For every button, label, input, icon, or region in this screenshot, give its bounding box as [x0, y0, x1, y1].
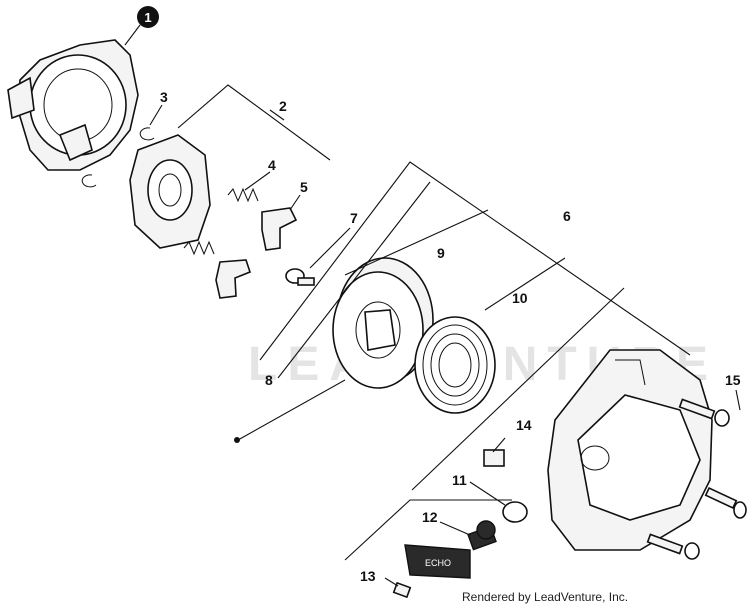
part-3-clips	[81, 127, 155, 188]
label-9: 9	[437, 245, 445, 261]
label-4: 4	[268, 157, 276, 173]
part-9-pulley	[332, 257, 434, 389]
part-14-nut	[483, 449, 505, 467]
part-15-bolts	[646, 398, 747, 560]
label-14: 14	[516, 417, 532, 433]
label-15: 15	[725, 372, 741, 388]
part-1-cover	[7, 39, 139, 171]
credit-text: Rendered by LeadVenture, Inc.	[462, 590, 629, 604]
part-12-handle: ECHO	[404, 520, 497, 579]
part-number-labels: 3 2 4 5 7 6 9 10 8 15 14 11 12 13	[160, 89, 741, 584]
part-13-clip	[392, 581, 412, 599]
part-7-screw	[285, 268, 315, 286]
part-5-pawls	[215, 207, 298, 299]
part-10-spring	[414, 316, 496, 414]
label-10: 10	[512, 290, 528, 306]
part-8-rope	[237, 379, 346, 441]
part-6-housing	[547, 349, 713, 551]
leader-lines	[149, 84, 741, 587]
part-2-ratchet	[129, 134, 211, 249]
label-11: 11	[452, 472, 467, 488]
label-12: 12	[422, 509, 438, 525]
callout-1-badge	[137, 6, 159, 28]
callout-1-label: 1	[144, 10, 151, 25]
label-13: 13	[360, 568, 376, 584]
label-2: 2	[279, 98, 287, 114]
label-7: 7	[350, 210, 358, 226]
label-8: 8	[265, 372, 273, 388]
handle-label: ECHO	[425, 558, 451, 568]
label-5: 5	[300, 179, 308, 195]
label-6: 6	[563, 208, 571, 224]
label-3: 3	[160, 89, 168, 105]
part-4-springs	[183, 187, 259, 256]
part-11-bushing	[502, 501, 528, 523]
